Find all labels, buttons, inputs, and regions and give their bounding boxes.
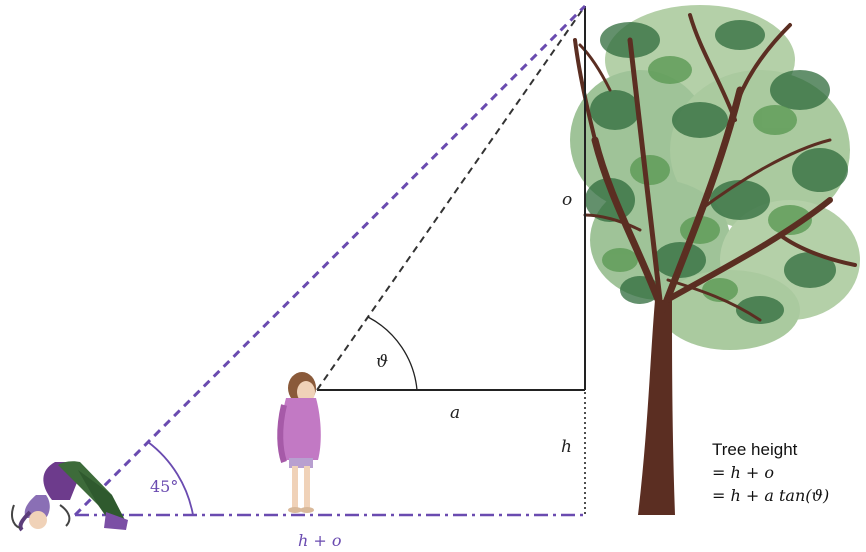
label-theta: ϑ bbox=[376, 352, 388, 372]
tree-illustration bbox=[570, 5, 860, 515]
formula-line-2: = h + a tan(ϑ) bbox=[712, 486, 829, 505]
formula-title: Tree height bbox=[712, 440, 798, 459]
angle-45-arc bbox=[147, 441, 194, 516]
person-bending-figure bbox=[11, 461, 128, 532]
girl-figure bbox=[277, 372, 321, 513]
label-base-h-plus-o: h + o bbox=[298, 531, 342, 550]
theta-arc bbox=[367, 316, 418, 391]
tree-height-formula: Tree height = h + o = h + a tan(ϑ) bbox=[712, 440, 829, 505]
label-h: h bbox=[561, 437, 572, 457]
label-o: o bbox=[562, 190, 572, 210]
formula-line-1: = h + o bbox=[712, 463, 774, 482]
label-a: a bbox=[450, 403, 460, 423]
sight-line-girl bbox=[316, 5, 586, 391]
sight-line-45 bbox=[73, 4, 587, 517]
geometry-lines bbox=[73, 4, 587, 517]
label-45-degrees: 45° bbox=[150, 477, 178, 496]
